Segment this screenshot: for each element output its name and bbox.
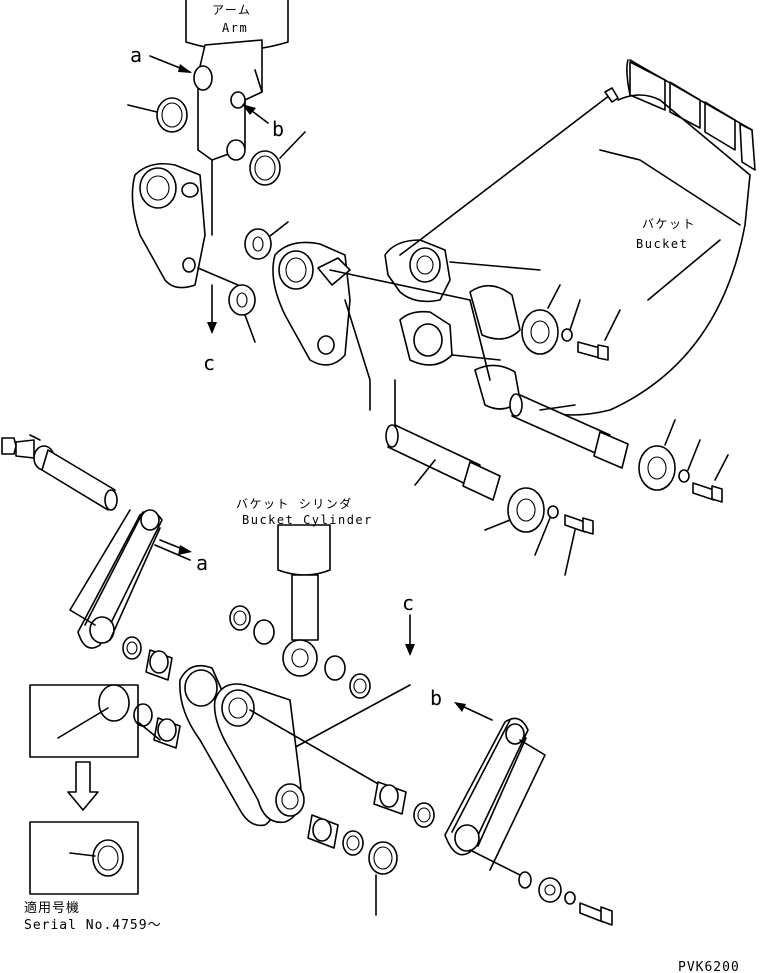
seal-lower-4 [342, 830, 364, 856]
callout-a-top: a [130, 43, 142, 67]
arm-label-jp: アーム [212, 3, 251, 17]
callout-a-mid: a [196, 551, 208, 575]
bolt-lower [579, 902, 613, 926]
cylinder-label-jp: バケット シリンダ [236, 496, 353, 511]
seal-lower-2 [413, 802, 435, 828]
arrowhead-a-mid [178, 545, 192, 555]
link-upper [131, 159, 246, 289]
spacer-1 [244, 221, 289, 260]
seal-ring-1 [127, 97, 188, 133]
seal-cyl-1 [229, 605, 251, 631]
detail-box-before [29, 684, 161, 758]
arrow-b-mid [461, 705, 493, 721]
bolt-right [692, 454, 729, 503]
callout-c-mid: c [402, 591, 414, 615]
link-center [272, 241, 471, 366]
washer-upper [561, 299, 581, 342]
arrowhead-c-top [207, 322, 217, 334]
seal-cyl-4 [349, 673, 371, 699]
retainer-plate-right [638, 419, 676, 491]
serial-label-en: Serial No.4759～ [24, 918, 162, 933]
bucket-cylinder [277, 524, 331, 677]
drawing-code: PVK6200 [678, 960, 740, 973]
callout-b-top: b [272, 117, 284, 141]
seal-lower-5 [368, 841, 398, 916]
seal-ring-2 [249, 131, 306, 186]
arm-part [185, 0, 289, 161]
grease-pin-left [1, 434, 118, 511]
transition-arrow [67, 761, 99, 811]
washer-lower [564, 891, 576, 905]
seal-cyl-2 [253, 619, 275, 645]
bellcrank-link [179, 664, 381, 827]
detail-box-after [29, 821, 139, 895]
callout-b-mid: b [430, 686, 442, 710]
serial-label-jp: 適用号機 [24, 900, 80, 916]
pin-long-right [509, 393, 629, 469]
plate-lower [538, 877, 562, 903]
arrowhead-a-top [178, 64, 192, 73]
washer-right [678, 439, 701, 483]
bucket-part [384, 59, 756, 416]
bushing-set-left [122, 636, 181, 749]
arrowhead-c-mid [405, 644, 415, 656]
retainer-plate-middle [484, 487, 545, 533]
washer-thin-lower [518, 871, 532, 889]
arrowhead-b-top [242, 104, 256, 115]
arm-label-en: Arm [222, 21, 248, 35]
bushing-lower-3 [307, 814, 339, 849]
cylinder-label-en: Bucket Cylinder [242, 513, 373, 527]
callout-c-top: c [203, 351, 215, 375]
washer-middle [534, 505, 559, 556]
bushing-lower-1 [373, 781, 407, 815]
arrowhead-b-mid [454, 702, 466, 712]
pin-long-middle [344, 299, 501, 501]
bolt-upper [577, 309, 621, 361]
link-plate-a [69, 509, 191, 649]
link-plate-b [444, 717, 546, 876]
leader-c-mid [289, 684, 411, 751]
spacer-2 [228, 284, 256, 343]
bolt-middle [564, 514, 594, 576]
retainer-plate-upper [521, 284, 561, 355]
bucket-label-en: Bucket [636, 237, 688, 251]
bucket-label-jp: バケット [642, 217, 696, 231]
seal-cyl-3 [324, 655, 346, 681]
